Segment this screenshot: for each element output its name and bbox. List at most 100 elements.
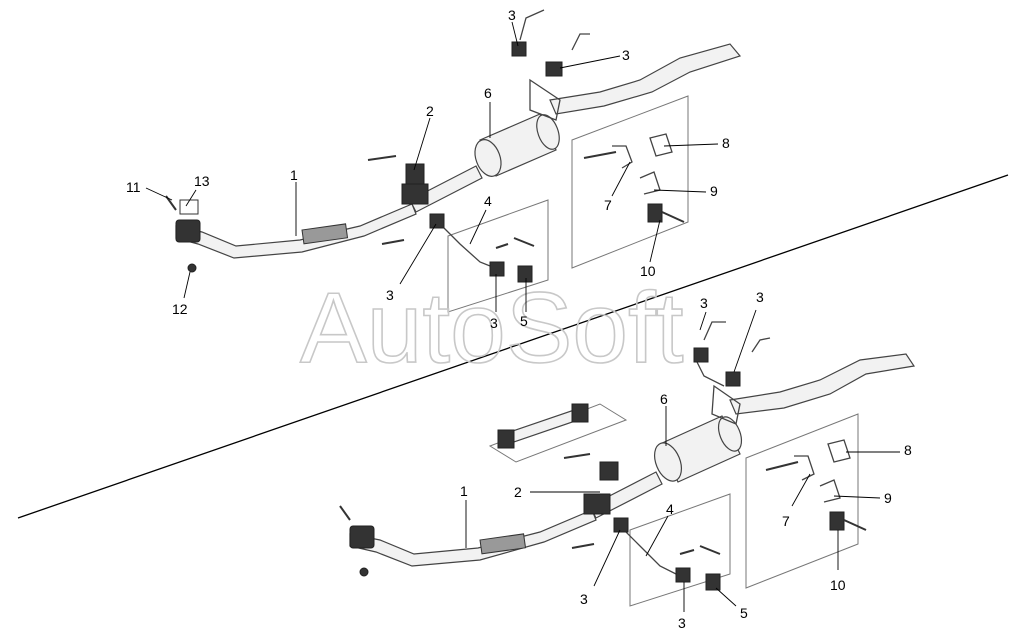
top-tail-pipe [549,43,742,115]
bottom-callout-9: 9 [884,490,892,506]
top-callout-13: 13 [194,173,210,189]
bottom-callout-3b: 3 [580,591,588,607]
top-bolt-d [513,237,535,247]
top-leader-3e [699,311,707,331]
bottom-insulator-a [693,347,709,363]
bottom-callout-5: 5 [740,605,748,621]
bottom-clamp [583,493,611,515]
bottom-flex-section [479,533,527,555]
bottom-bolt-c [679,549,695,555]
top-callout-1: 1 [290,167,298,183]
bottom-muffler [653,415,743,483]
bottom-hanger-link [695,359,725,387]
bottom-bracket-5 [705,573,721,591]
bottom-callout-2: 2 [514,484,522,500]
top-leader-3a [511,21,519,47]
top-callout-7: 7 [604,197,612,213]
bottom-bolt-b [571,543,595,549]
top-leader-7 [611,161,631,197]
top-panel-rear [571,95,689,269]
top-callout-4: 4 [484,193,492,209]
bottom-nut [359,567,369,577]
bottom-callout-6: 6 [660,391,668,407]
bottom-stud [339,505,351,521]
top-muffler [474,113,560,177]
bottom-rear-hanger-group [765,439,867,531]
bottom-callout-3c: 3 [678,615,686,631]
top-leader-8 [663,143,719,147]
top-insulator-d [489,261,505,277]
top-leader-11 [145,187,173,201]
top-callout-2: 2 [426,103,434,119]
divider-line [17,174,1009,519]
bottom-leader-7 [791,473,811,507]
top-leader-10 [649,219,661,263]
top-callout-3c: 3 [386,287,394,303]
bottom-leader-3b [593,529,621,587]
bottom-callout-3a: 3 [756,289,764,305]
top-leader-13 [185,189,197,207]
top-insulator-b [545,61,563,77]
top-callout-6: 6 [484,85,492,101]
bottom-insert-flange-a [497,429,515,449]
bottom-panel-rear [745,413,859,589]
top-nut [187,263,197,273]
top-flange-gasket [179,199,199,215]
top-callout-8: 8 [722,135,730,151]
bottom-leader-3a [733,309,757,373]
top-callouts: 1 2 3 3 3 3 3 4 5 6 7 8 9 10 11 12 13 [126,7,730,331]
top-assembly [165,9,742,313]
top-front-flange [175,219,201,243]
top-leader-3b [559,55,621,69]
bottom-leader-4 [645,515,669,557]
top-bolt-c [495,243,509,249]
top-leader-12 [183,271,191,299]
top-bolt-a [367,155,397,161]
top-callout-3a: 3 [508,7,516,23]
top-bolt-b [381,239,405,245]
bottom-front-pipe [349,509,597,567]
bottom-callout-10: 10 [830,577,846,593]
top-callout-11: 11 [126,179,141,195]
top-panel-mid [447,199,549,313]
bottom-leader-9 [833,495,881,499]
top-leader-2 [413,117,431,171]
top-callout-3b: 3 [622,47,630,63]
bottom-bolt-a [563,453,591,459]
top-rear-hanger-group [583,133,685,223]
top-leader-4 [469,209,487,245]
top-hanger-rods [519,9,590,51]
bottom-insulator-b [725,371,741,387]
top-callout-10: 10 [640,263,656,279]
bottom-panel-mid [629,493,731,607]
watermark: AutoSoft [300,272,684,384]
bottom-insulator-d [675,567,691,583]
top-callout-3d: 3 [490,315,498,331]
bottom-callout-4: 4 [666,501,674,517]
top-front-pipe [175,203,417,259]
top-tail-hanger-bracket [529,78,561,121]
top-bracket-2 [405,163,425,185]
bottom-hanger-rods [703,321,771,353]
bottom-callout-8: 8 [904,442,912,458]
bottom-leader-5 [715,587,737,607]
bottom-callouts: 1 2 3 3 3 4 5 6 7 8 9 10 [460,289,912,631]
top-insulator-c [429,213,445,229]
top-leader-3c [399,223,437,285]
top-callout-12: 12 [172,301,188,317]
bottom-tail-pipe [729,353,916,415]
top-bracket-5 [517,265,533,283]
bottom-tail-hanger-bracket [711,384,741,425]
bottom-callout-1: 1 [460,483,468,499]
bottom-bolt-d [699,545,721,555]
bottom-insert-flange-b [571,403,589,423]
bottom-hanger-4 [621,527,681,577]
top-callout-3e: 3 [700,295,708,311]
bottom-bracket-2 [599,461,619,481]
top-clamp [401,183,429,205]
top-leader-9 [653,189,707,193]
top-flex-section [301,223,349,245]
bottom-insulator-c [613,517,629,533]
